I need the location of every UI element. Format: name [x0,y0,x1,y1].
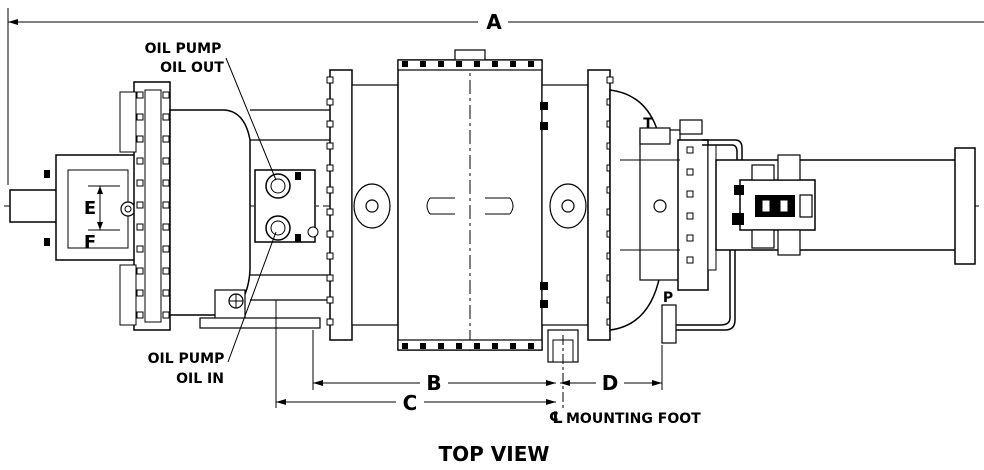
bolt-head [162,135,170,143]
bolt-head [402,343,408,349]
bolt-head [326,208,334,216]
oil-pump-in-label-line2: OIL IN [176,371,224,387]
oil-pump-out-leader [225,57,277,181]
bolt-head [686,256,694,264]
bolt-head [162,157,170,165]
bolt-head [162,267,170,275]
hydraulic-lines [676,139,743,331]
pump-to-body-connectors [250,109,335,301]
bolt-head [326,142,334,150]
bolt-head [162,179,170,187]
oil-pump-out-label-line1: OIL PUMP [145,41,222,57]
mounting-foot-label: MOUNTING FOOT [566,411,701,427]
centerline-symbol: ℄ [549,408,563,427]
dimension-b [312,330,556,390]
bolt-head [686,168,694,176]
bolt-head [136,245,144,253]
bolt-head [162,113,170,121]
dimension-label-c: C [403,391,418,415]
bolt-head [136,157,144,165]
view-title: TOP VIEW [439,442,550,466]
bolt-head [686,234,694,242]
input-shaft [9,189,59,223]
dimension-a [7,8,984,185]
bolt-head [136,135,144,143]
bolt-head [492,343,498,349]
oil-pump-housing [169,109,321,329]
dimension-e [88,185,120,206]
oil-pump-in-leader [227,231,277,363]
dimension-label-e: E [84,198,96,219]
bolt-head [326,296,334,304]
port-t-label: T [643,116,653,132]
bolt-head [326,252,334,260]
bolt-head [510,343,516,349]
bolt-head [456,61,462,67]
dimension-label-b: B [426,371,441,395]
flange-bolts-right [686,146,694,264]
solenoid-valve-block [732,154,816,256]
drive-end-housing [44,154,137,261]
bolt-head [136,267,144,275]
oil-pump-in-label-line1: OIL PUMP [148,351,225,367]
bolt-head [528,61,534,67]
bolt-head [528,343,534,349]
bolt-head [492,61,498,67]
bolt-head [162,311,170,319]
port-p-label: P [663,290,673,306]
dimension-c [275,300,556,408]
main-flange-right [540,69,611,341]
bolt-head [686,190,694,198]
bolt-head [162,201,170,209]
bolt-head [474,61,480,67]
bolt-head [136,311,144,319]
bolt-head [136,91,144,99]
bolt-head [326,230,334,238]
mounting-foot [547,329,579,410]
bolt-head [686,146,694,154]
bolt-head [326,318,334,326]
bolt-head [438,343,444,349]
oil-pump-out-label-line2: OIL OUT [160,60,224,76]
bolt-head [162,223,170,231]
bolt-head [326,186,334,194]
bolt-head [136,201,144,209]
bolt-head [162,245,170,253]
dimension-f [88,206,120,231]
dimension-label-d: D [602,371,619,395]
bolt-head [686,212,694,220]
bolt-head [606,76,614,84]
bolt-head [162,91,170,99]
bolt-head [326,274,334,282]
flange-bolts-left [136,91,170,319]
bolt-head [420,61,426,67]
bolt-head [474,343,480,349]
dimension-label-a: A [486,10,502,34]
bolt-head [438,61,444,67]
main-casing [353,49,543,355]
bolt-head [326,120,334,128]
bolt-head [420,343,426,349]
bolt-head [162,289,170,297]
bolt-head [136,289,144,297]
bolt-head [136,179,144,187]
bolt-head [402,61,408,67]
bolt-head [326,76,334,84]
bolt-head [456,343,462,349]
bolt-head [510,61,516,67]
bolt-head [136,113,144,121]
bolt-head [326,98,334,106]
oil-pump-body [254,169,319,243]
dimension-d [560,345,663,390]
dimension-label-f: F [84,232,96,253]
bolt-head [136,223,144,231]
bolt-head [326,164,334,172]
